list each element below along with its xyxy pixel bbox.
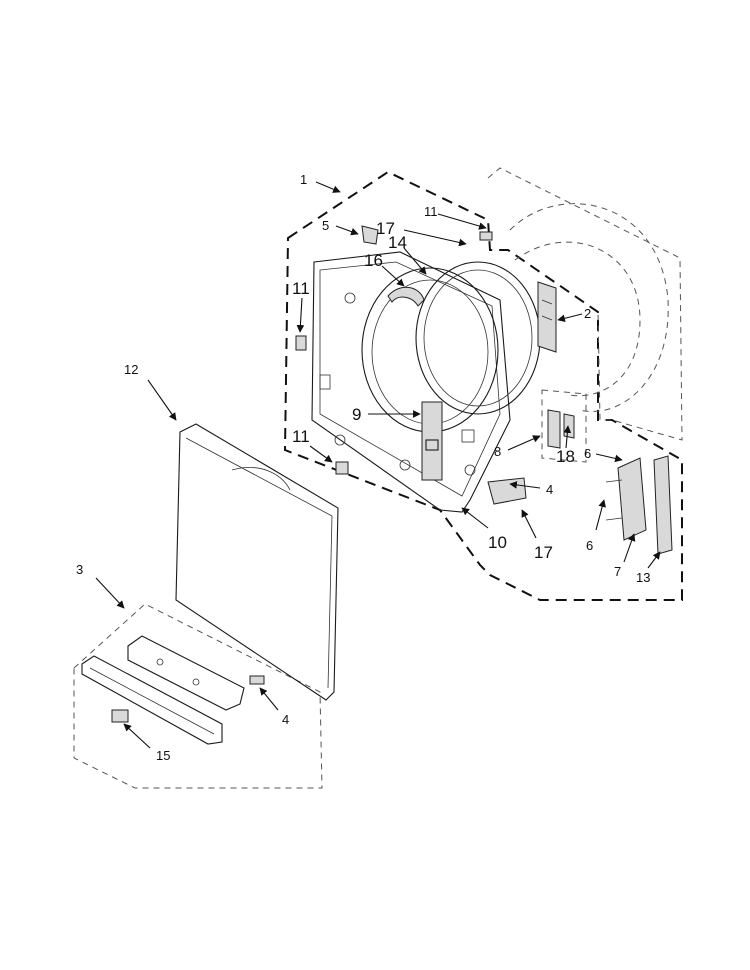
toe-clip [111,709,129,723]
screw-top [479,231,493,241]
callout-6-upper: 6 [584,446,591,461]
door-bracket [421,401,443,481]
callout-16: 16 [364,251,383,270]
latch-assembly [605,455,673,555]
callout-10: 10 [488,533,507,552]
felt-seal [387,286,425,307]
drum-seal-ring [415,261,541,415]
screw-lower [335,461,349,475]
callout-18: 18 [556,447,575,466]
callout-9: 9 [352,405,361,424]
callout-11-upper-left: 11 [292,279,310,298]
callout-4-lower: 4 [282,712,289,727]
toe-panel-bracket [127,635,245,711]
front-panel-group-outline [283,170,683,601]
callout-2: 2 [584,306,591,321]
hinge-bracket [537,281,557,353]
callout-12: 12 [124,362,138,377]
callout-4-right: 4 [546,482,553,497]
callout-3: 3 [76,562,83,577]
callout-8: 8 [494,444,501,459]
leader-lines [95,181,661,749]
toe-panel-group-outline [73,603,323,789]
callout-7: 7 [614,564,621,579]
callout-1: 1 [300,172,307,187]
callout-14: 14 [388,233,407,252]
callout-11-lower-left: 11 [292,427,310,446]
callout-6-lower: 6 [586,538,593,553]
callout-5: 5 [322,218,329,233]
callout-17-top: 17 [376,219,395,238]
callout-11-top: 11 [424,204,438,219]
plug [361,225,379,245]
toe-kick-panel [81,655,223,745]
background-cabinet-outline [487,167,683,441]
strike-plate [487,477,527,505]
callout-17-bottom: 17 [534,543,553,562]
outer-door-panel [175,423,339,701]
callout-13: 13 [636,570,650,585]
callout-15: 15 [156,748,170,763]
screw-upper [295,335,307,351]
toe-screw [249,675,265,685]
